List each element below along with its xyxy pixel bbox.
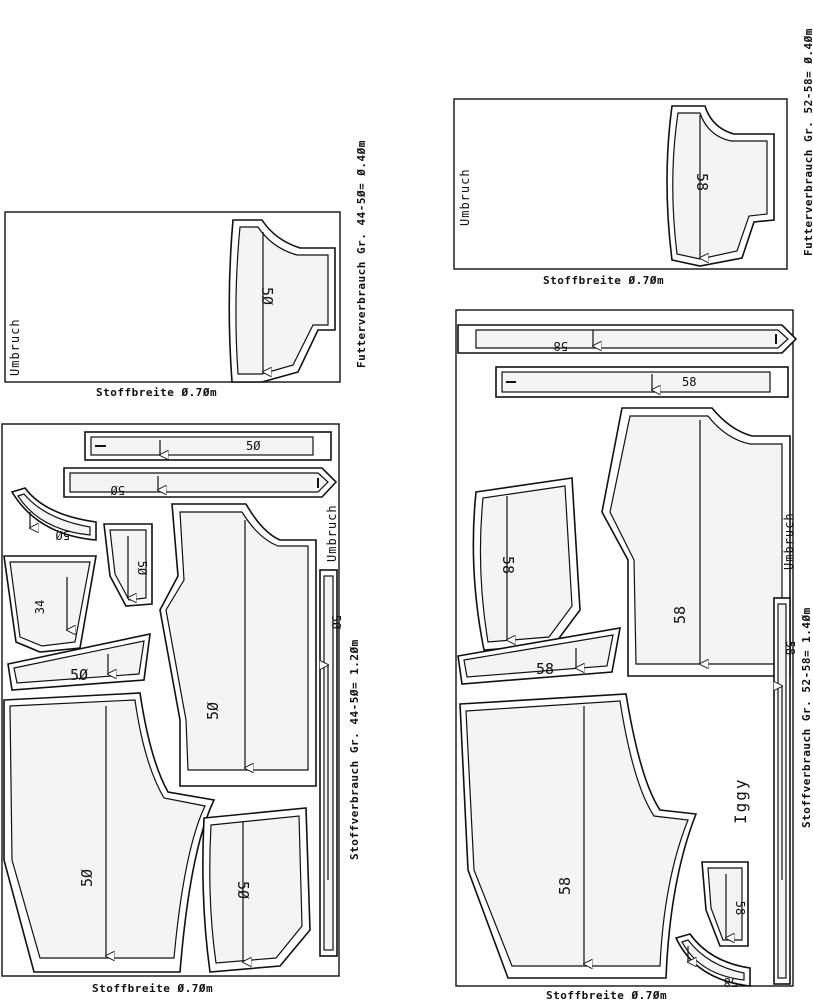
pocket-size: 34 <box>33 600 47 614</box>
yoke-size: 58 <box>536 660 554 678</box>
fabric-frame <box>4 211 341 383</box>
waistband-second-inner <box>501 371 771 393</box>
fold-label: Umbruch <box>8 318 22 376</box>
waistband-top-size: 58 <box>554 339 568 353</box>
fold-label: Umbruch <box>458 168 472 226</box>
waistband-top-inner <box>90 436 314 456</box>
lining-layout-small: 5Ø Umbruch Stoffbreite Ø.7Øm Futterverbr… <box>4 140 368 399</box>
pocket-inner <box>9 561 91 647</box>
lining-size-label: 58 <box>693 173 711 191</box>
back-leg-inner <box>609 415 783 665</box>
front-leg-size: 5Ø <box>78 869 96 887</box>
model-name-label: Iggy <box>731 777 750 824</box>
back-leg-size: 58 <box>671 606 689 624</box>
pocket-bag-inner <box>479 485 573 643</box>
lining-piece-inner <box>235 226 329 375</box>
lining-usage-caption: Futterverbrauch Gr. 52-58= Ø.4Øm <box>802 28 813 256</box>
waistband-second-size: 5Ø <box>110 483 125 497</box>
curved-strip-size: 58 <box>724 975 738 989</box>
fabric-width-caption: Stoffbreite Ø.7Øm <box>546 989 667 1000</box>
waistband-top-inner <box>475 329 789 349</box>
front-leg-size: 58 <box>556 877 574 895</box>
fly-piece-size: 5Ø <box>135 561 149 576</box>
curved-strip-inner <box>17 493 91 536</box>
pocket-bag-inner <box>209 815 303 964</box>
fabric-layout-large: 58 58 58 58 58 58 58 <box>455 309 813 1000</box>
fabric-width-caption: Stoffbreite Ø.7Øm <box>92 982 213 995</box>
fabric-usage-caption: Stoffverbrauch Gr. 52-58= 1.4Øm <box>800 607 813 828</box>
fabric-frame <box>455 309 794 987</box>
long-strip-size: 5Ø <box>329 615 343 630</box>
back-leg-inner <box>165 511 309 771</box>
fabric-frame <box>453 98 788 270</box>
fabric-layout-small: 5Ø 5Ø 5Ø 5Ø 34 5Ø 5Ø <box>1 423 361 995</box>
front-leg-inner <box>9 699 206 959</box>
fold-label: Umbruch <box>325 504 339 562</box>
fly-piece-size: 58 <box>733 901 747 915</box>
waistband-second-inner <box>69 472 329 493</box>
curved-strip-size: 5Ø <box>55 528 70 542</box>
yoke-size: 5Ø <box>70 666 88 684</box>
fabric-frame <box>1 423 340 977</box>
fabric-usage-caption: Stoffverbrauch Gr. 44-5Ø= 1.2Øm <box>348 639 361 860</box>
fabric-width-caption: Stoffbreite Ø.7Øm <box>543 274 664 287</box>
pocket-bag-size: 5Ø <box>234 881 252 899</box>
front-leg-inner <box>465 700 689 967</box>
fold-label: Umbruch <box>782 512 796 570</box>
lining-size-label: 5Ø <box>258 287 276 305</box>
fabric-width-caption: Stoffbreite Ø.7Øm <box>96 386 217 399</box>
curved-strip-inner <box>681 939 745 981</box>
lining-usage-caption: Futterverbrauch Gr. 44-5Ø= Ø.4Øm <box>355 140 368 368</box>
lining-layout-large: 58 Umbruch Stoffbreite Ø.7Øm Futterverbr… <box>453 28 813 287</box>
back-leg-size: 5Ø <box>204 702 222 720</box>
waistband-second-size: 58 <box>682 375 696 389</box>
long-strip-size: 58 <box>783 641 797 655</box>
lining-piece-inner <box>672 112 768 260</box>
waistband-top-size: 5Ø <box>246 439 261 453</box>
pocket-bag-size: 58 <box>499 556 517 574</box>
